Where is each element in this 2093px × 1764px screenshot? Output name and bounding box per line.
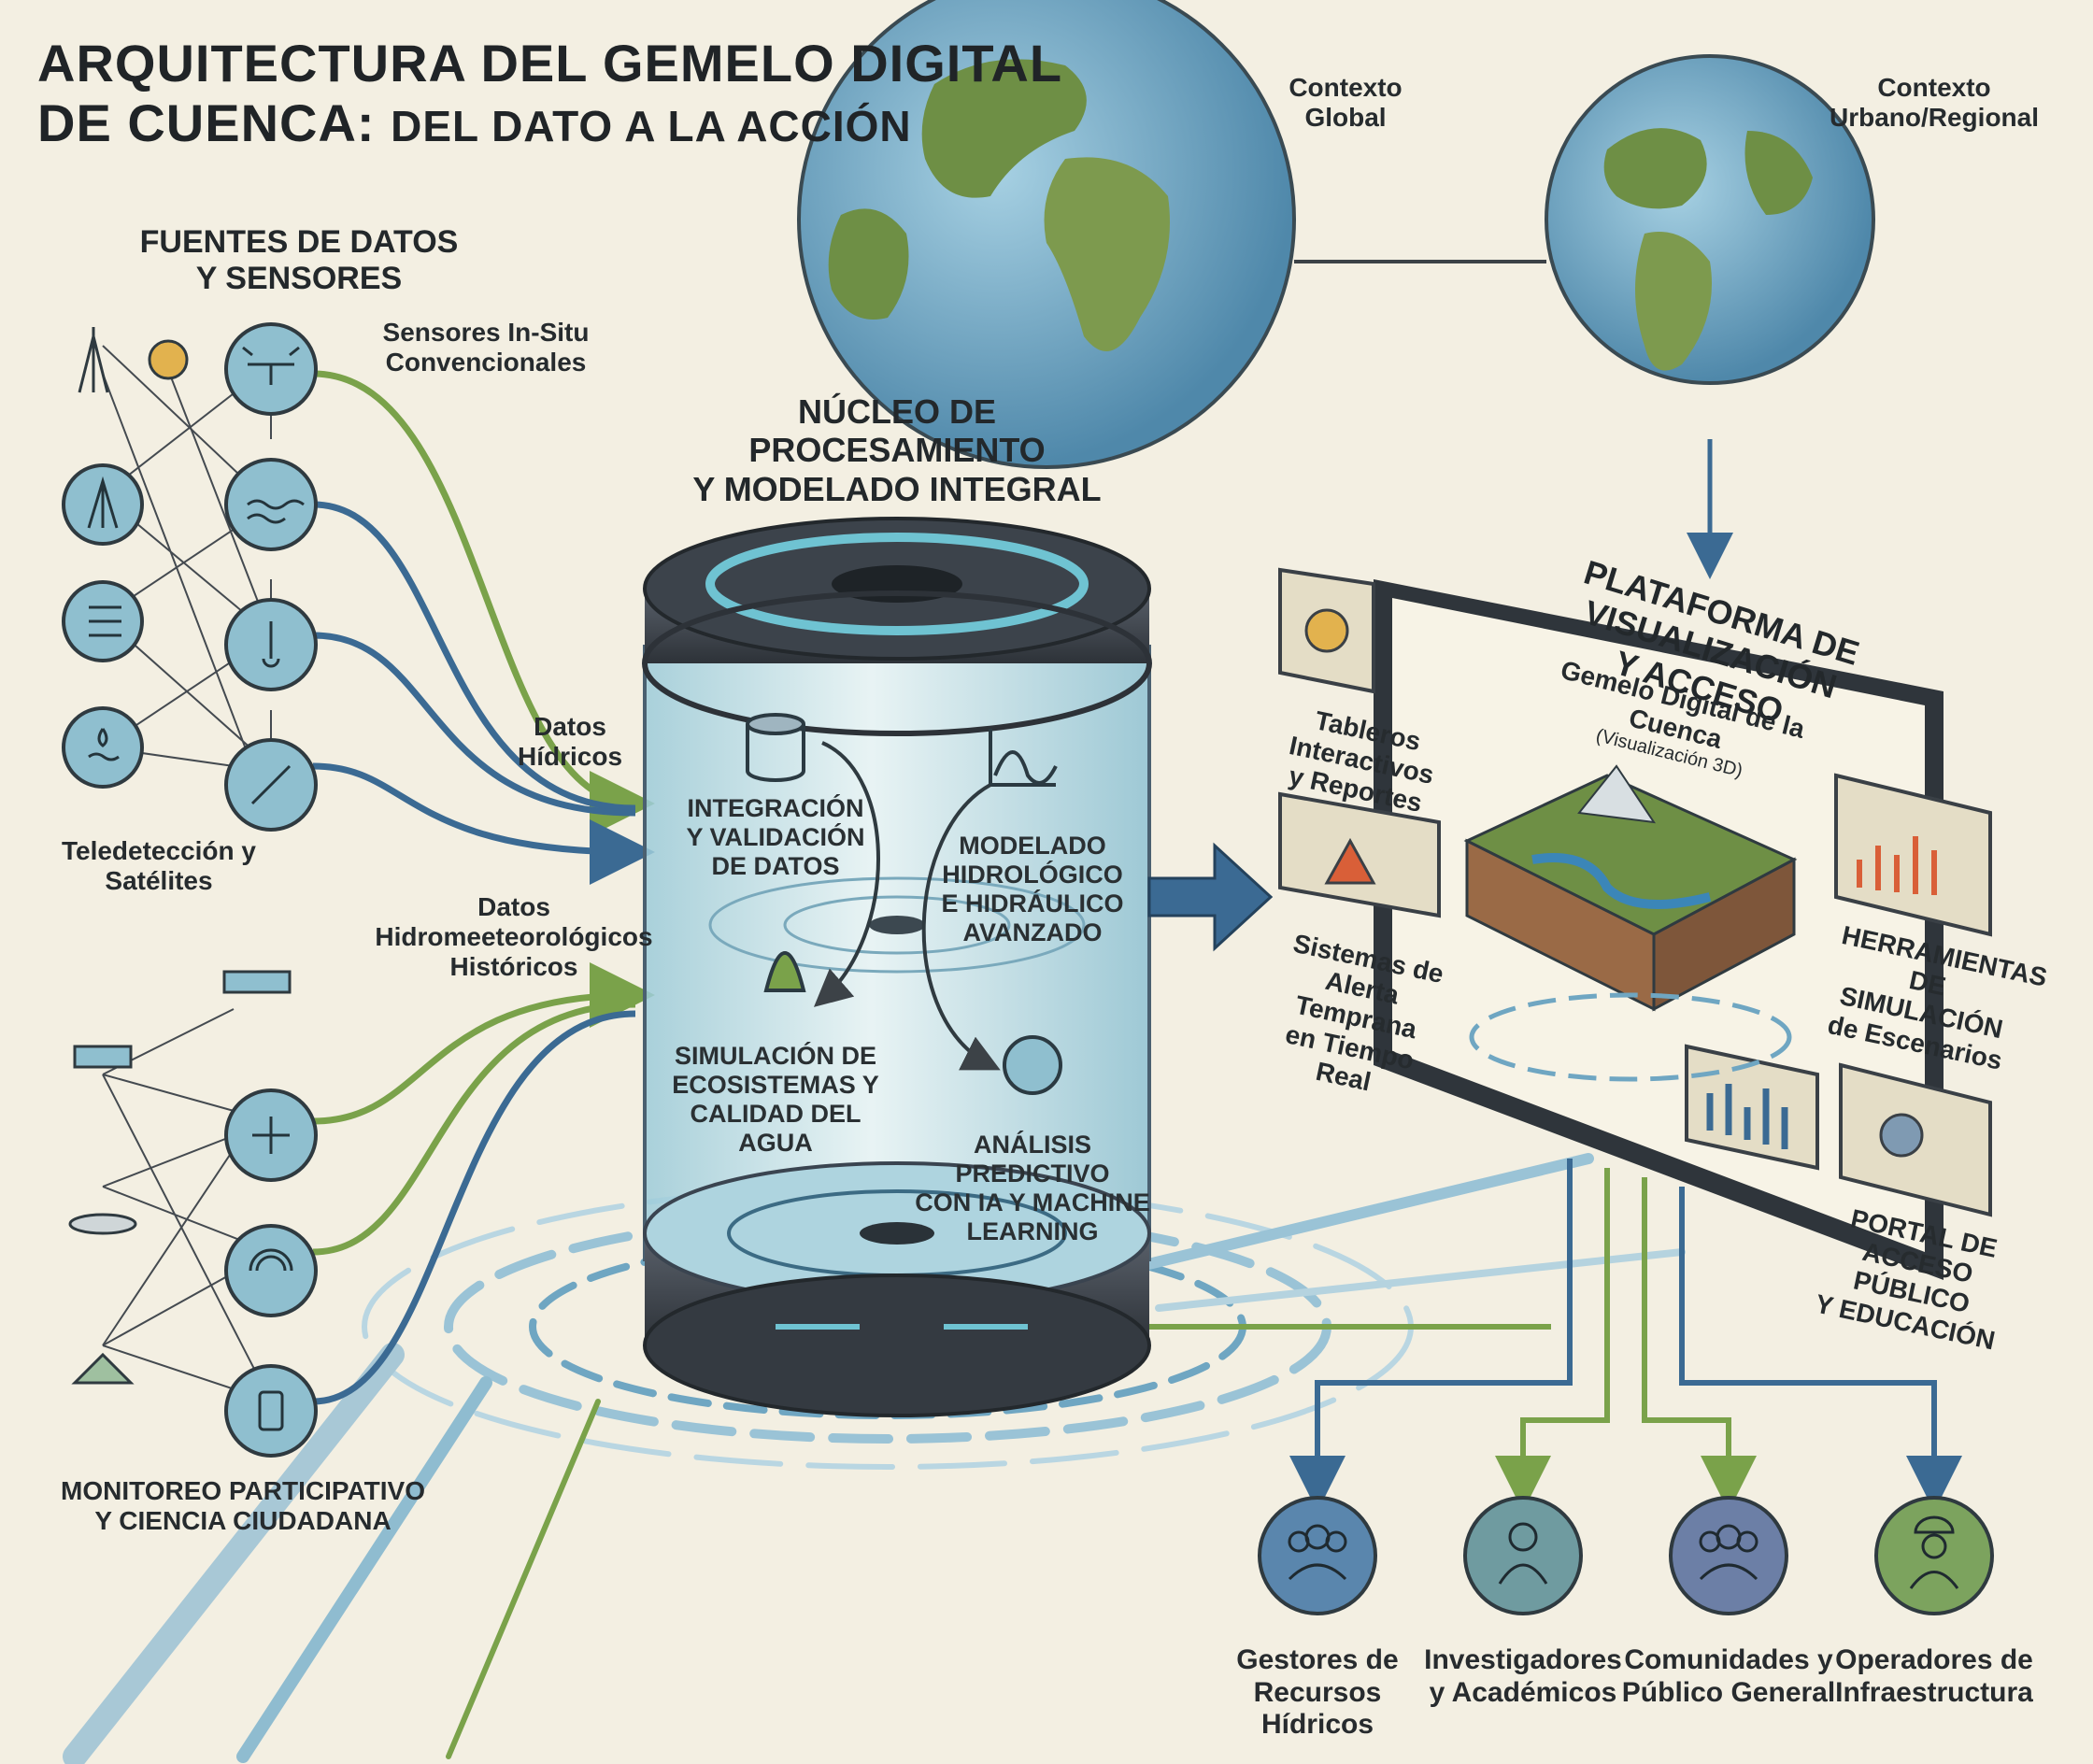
core-modeling-line-2: HIDROLÓGICO [942, 861, 1123, 889]
sources-heading-line-2: Y SENSORES [195, 261, 403, 297]
historic-data-line-3: Históricos [449, 952, 578, 982]
core-ecosystems-line-1: SIMULACIÓN DE [675, 1042, 876, 1070]
processing-core-cylinder [642, 517, 1152, 1417]
core-integration-line-1: INTEGRACIÓN [687, 794, 864, 822]
context-global-label: Contexto Global [1215, 73, 1476, 133]
in-situ-line-1: Sensores In-Situ [382, 318, 590, 347]
core-ai-line-2: CON IA Y MACHINE [915, 1188, 1150, 1217]
water-data-line-1: Datos [534, 712, 606, 741]
data-flow-curves [312, 370, 655, 1405]
user-communities-label: Comunidades y Público General [1621, 1644, 1836, 1709]
core-ecosystems-line-2: ECOSISTEMAS Y [672, 1071, 879, 1100]
user-researchers-line-2: y Académicos [1429, 1676, 1617, 1708]
remote-sensing-line-2: Satélites [105, 866, 213, 896]
in-situ-line-2: Convencionales [385, 348, 587, 377]
regional-globe [1545, 54, 1875, 385]
user-communities-line-1: Comunidades y [1624, 1644, 1833, 1675]
core-ai-line-3: LEARNING [966, 1217, 1099, 1246]
context-global-line-1: Contexto [1289, 73, 1402, 102]
participatory-line-1: MONITOREO PARTICIPATIVO [61, 1476, 425, 1505]
user-communities-line-2: Público General [1621, 1676, 1836, 1708]
user-operators-line-1: Operadores de [1835, 1644, 2033, 1675]
core-heading-line-1: NÚCLEO DE PROCESAMIENTO [748, 392, 1046, 470]
core-module-icons [746, 713, 1062, 1095]
user-researchers-label: Investigadores y Académicos [1420, 1644, 1626, 1709]
title-line-2: DE CUENCA: DEL DATO A LA ACCIÓN [37, 93, 1065, 153]
remote-sensing-label: Teledetección y Satélites [47, 836, 271, 896]
platform-screen [1278, 567, 1992, 1280]
core-internal-arrows [813, 741, 1001, 1071]
platform-to-user-flows [1149, 1159, 1962, 1512]
core-integration-line-3: DE DATOS [711, 852, 840, 881]
field-devices [68, 327, 292, 1385]
title-line-2-sub: DEL DATO A LA ACCIÓN [391, 102, 912, 151]
context-urban-line-2: Urbano/Regional [1829, 103, 2039, 133]
remote-sensing-line-1: Teledetección y [61, 836, 256, 865]
water-data-label: Datos Hídricos [495, 712, 645, 772]
context-global-line-2: Global [1304, 103, 1387, 133]
core-integration-label: INTEGRACIÓN Y VALIDACIÓN DE DATOS [673, 794, 878, 881]
historic-data-label: Datos Hidromeeteorológicos Históricos [369, 892, 659, 983]
core-heading-line-2: Y MODELADO INTEGRAL [692, 469, 1102, 508]
page-title: ARQUITECTURA DEL GEMELO DIGITAL DE CUENC… [37, 34, 1065, 154]
core-modeling-line-1: MODELADO [959, 832, 1106, 860]
historic-data-line-1: Datos [477, 892, 550, 921]
participatory-line-2: Y CIENCIA CIUDADANA [94, 1506, 392, 1536]
context-urban-line-1: Contexto [1877, 73, 1991, 102]
user-operators-line-2: Infraestructura [1835, 1676, 2033, 1708]
core-ecosystems-label: SIMULACIÓN DE ECOSISTEMAS Y CALIDAD DEL … [654, 1042, 897, 1158]
user-managers-label: Gestores de Recursos Hídricos [1205, 1644, 1430, 1742]
water-data-line-2: Hídricos [517, 742, 623, 772]
user-glyphs [1288, 1515, 1959, 1589]
core-ai-label: ANÁLISIS PREDICTIVO CON IA Y MACHINE LEA… [911, 1131, 1154, 1246]
sources-heading: FUENTES DE DATOS Y SENSORES [103, 224, 495, 297]
core-heading: NÚCLEO DE PROCESAMIENTO Y MODELADO INTEG… [654, 392, 1140, 508]
user-operators-label: Operadores de Infraestructura [1831, 1644, 2037, 1709]
title-line-2-main: DE CUENCA: [37, 93, 376, 153]
core-integration-line-2: Y VALIDACIÓN [686, 823, 865, 852]
user-managers-line-2: Recursos Hídricos [1253, 1676, 1382, 1741]
core-modeling-line-4: AVANZADO [962, 918, 1103, 947]
global-globe [797, 0, 1296, 469]
core-ai-line-1: ANÁLISIS PREDICTIVO [955, 1131, 1110, 1188]
title-line-1: ARQUITECTURA DEL GEMELO DIGITAL [37, 34, 1063, 92]
historic-data-line-2: Hidromeeteorológicos [375, 922, 653, 952]
user-group-nodes [1258, 1496, 1994, 1615]
sensor-glyphs [87, 346, 305, 1431]
core-modeling-line-3: E HIDRÁULICO [941, 889, 1124, 918]
core-to-platform-arrow [1147, 842, 1274, 952]
participatory-label: MONITOREO PARTICIPATIVO Y CIENCIA CIUDAD… [56, 1476, 430, 1536]
core-modeling-label: MODELADO HIDROLÓGICO E HIDRÁULICO AVANZA… [934, 832, 1131, 947]
user-managers-line-1: Gestores de [1236, 1644, 1399, 1675]
sources-heading-line-1: FUENTES DE DATOS [139, 224, 459, 260]
user-researchers-line-1: Investigadores [1424, 1644, 1622, 1675]
core-ecosystems-line-3: CALIDAD DEL AGUA [690, 1100, 861, 1158]
context-urban-label: Contexto Urbano/Regional [1803, 73, 2065, 133]
in-situ-label: Sensores In-Situ Convencionales [346, 318, 626, 377]
